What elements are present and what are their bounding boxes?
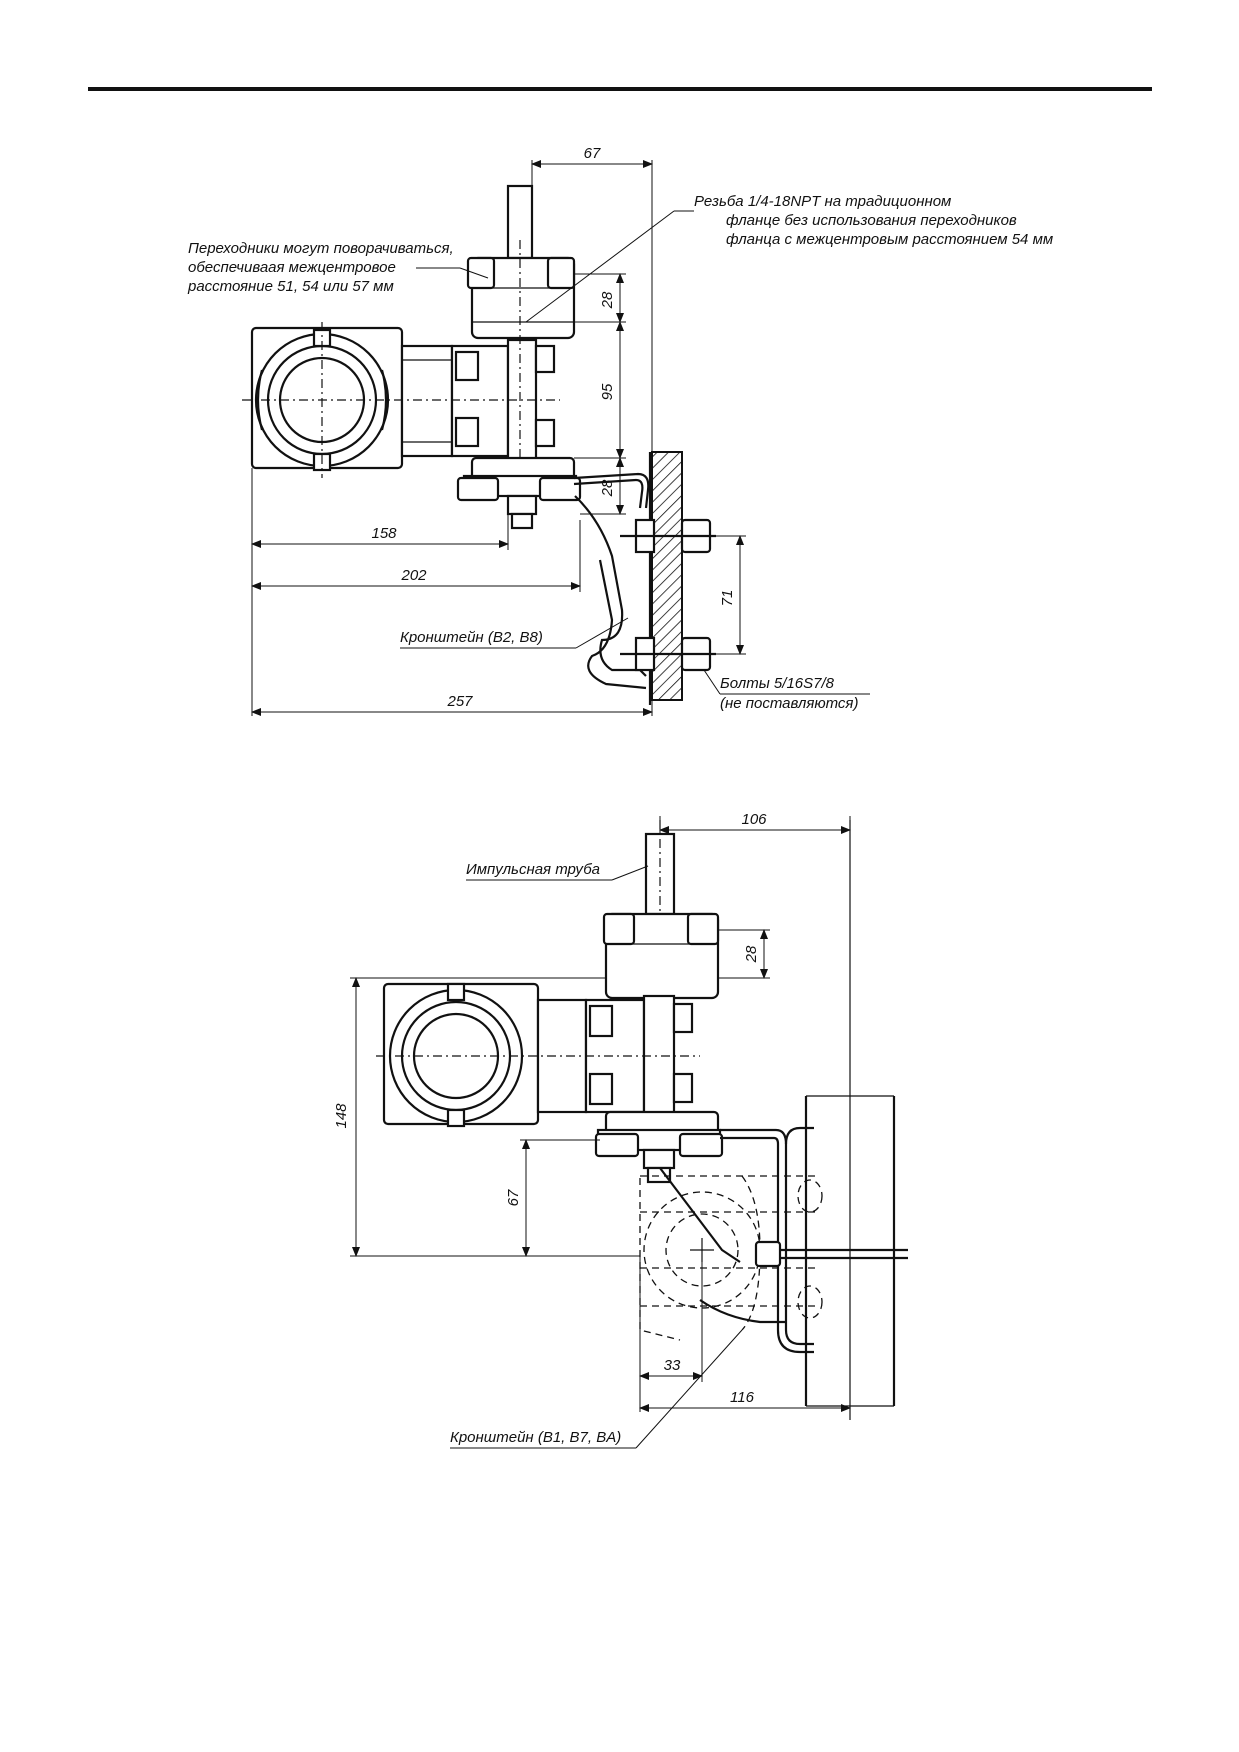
wall-bolts: [620, 518, 716, 672]
dim-95-label: 95: [599, 383, 616, 400]
label-impulse-tube: Импульсная труба: [466, 861, 649, 881]
note-adapters: Переходники могут поворачиваться, обеспе…: [187, 240, 489, 295]
dim-28-bracket: 28: [580, 457, 626, 515]
dim-148: 148: [333, 977, 640, 1257]
dim-67-bottom: 67: [505, 1139, 600, 1257]
dim-28-flange: 28: [574, 273, 626, 323]
lower-flange-top: [456, 456, 582, 530]
mounting-pipe: [804, 820, 896, 1420]
dim-202-label: 202: [400, 567, 427, 584]
dim-71: 71: [716, 535, 746, 655]
label-bolts: Болты 5/16S7/8 (не поставляются): [703, 669, 870, 712]
dim-horizontal-top: 158 202 257: [251, 468, 653, 716]
wall-section: [648, 451, 683, 705]
svg-text:Кронштейн (B1, B7, BA): Кронштейн (B1, B7, BA): [450, 1429, 621, 1446]
svg-text:Переходники могут поворачивать: Переходники могут поворачиваться,: [188, 240, 454, 257]
dim-71-label: 71: [719, 590, 736, 607]
dim-67-label: 67: [505, 1189, 522, 1206]
dim-116: 116: [639, 1389, 851, 1412]
dim-28a-label: 28: [599, 291, 616, 309]
dim-158-label: 158: [371, 525, 397, 542]
svg-text:(не поставляются): (не поставляются): [720, 695, 858, 712]
label-bracket-b2-b8: Кронштейн (B2, B8): [400, 617, 629, 649]
svg-text:Кронштейн (B2, B8): Кронштейн (B2, B8): [400, 629, 543, 646]
svg-text:Болты 5/16S7/8: Болты 5/16S7/8: [720, 675, 835, 692]
transmitter-housing-bottom: [382, 982, 694, 1128]
transmitter-housing-top: [250, 326, 556, 472]
lower-flange-bottom: [594, 1110, 724, 1184]
flange-top: [466, 256, 576, 340]
dim-28b-label: 28: [599, 479, 616, 497]
top-figure: 67 28 95 28 71: [187, 145, 1053, 716]
label-bracket-b1: Кронштейн (B1, B7, BA): [450, 1329, 743, 1449]
svg-text:расстояние 51, 54 или 57 мм: расстояние 51, 54 или 57 мм: [187, 278, 394, 295]
dim-257-label: 257: [446, 693, 473, 710]
dim-67-top: 67: [531, 145, 653, 452]
dim-67-label: 67: [584, 145, 601, 162]
svg-text:Импульсная труба: Импульсная труба: [466, 861, 600, 878]
dim-33: 33: [639, 1256, 703, 1412]
dim-116-label: 116: [730, 1389, 755, 1406]
dim-95: 95: [574, 321, 626, 459]
svg-text:Резьба 1/4-18NPT на традиционн: Резьба 1/4-18NPT на традиционном: [694, 193, 951, 210]
svg-text:фланце без использования перех: фланце без использования переходников: [726, 212, 1017, 229]
dim-106: 106: [659, 811, 851, 834]
svg-text:обеспечиваая межцентровое: обеспечиваая межцентровое: [188, 259, 396, 276]
dim-28-bottom: 28: [718, 929, 770, 979]
dim-33-label: 33: [664, 1357, 681, 1374]
note-thread: Резьба 1/4-18NPT на традиционном фланце …: [525, 193, 1053, 323]
flange-bottom: [602, 912, 720, 1000]
bracket-b2-b8: [573, 472, 650, 690]
bracket-b1-b7-ba: [639, 1126, 908, 1354]
dim-106-label: 106: [741, 811, 767, 828]
bottom-figure: 106 28 148 67 33: [333, 811, 908, 1449]
dim-148-label: 148: [333, 1103, 350, 1129]
dim-28-label: 28: [743, 945, 760, 963]
svg-text:фланца с межцентровым расстоян: фланца с межцентровым расстоянием 54 мм: [726, 231, 1053, 248]
